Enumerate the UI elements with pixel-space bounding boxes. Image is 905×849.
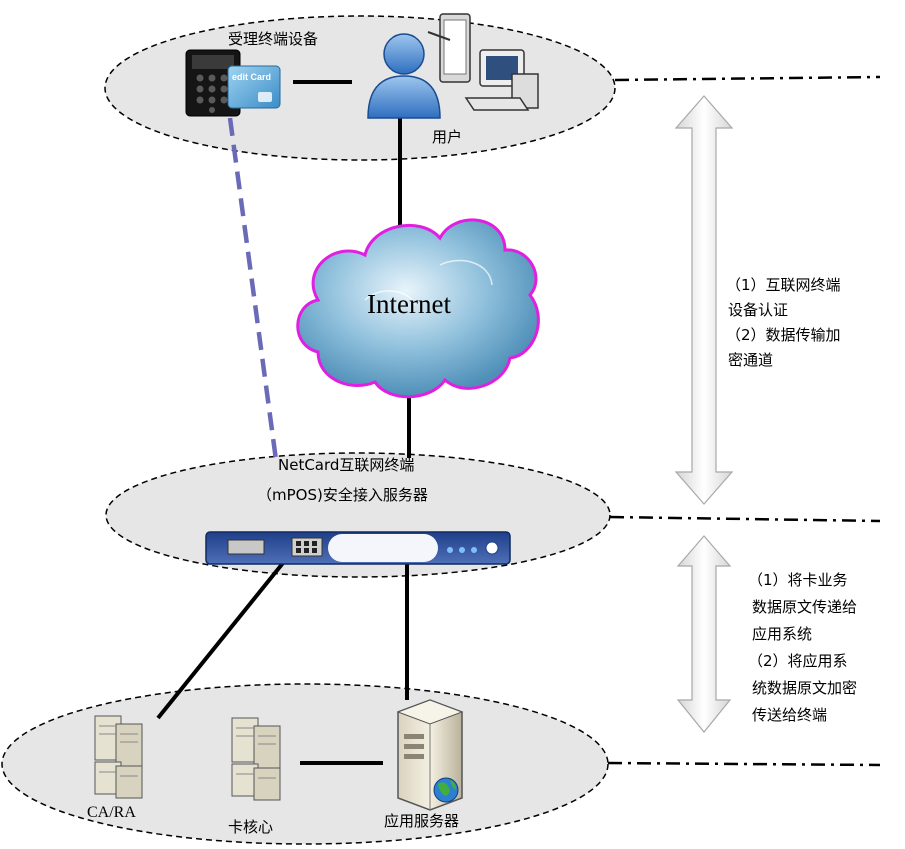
note-lower-line: 数据原文传递给: [752, 598, 857, 616]
note-lower-line: （1）将卡业务: [748, 571, 848, 589]
double-arrow-lower: [676, 535, 732, 733]
boundary-line-bottom: [607, 761, 881, 767]
link-server-cara: [156, 561, 285, 720]
tablet-icon: [427, 13, 471, 83]
cloud-label: Internet: [367, 289, 451, 319]
credit-card-icon: edit Card: [227, 65, 281, 109]
server-label-line1: NetCard互联网终端: [278, 456, 414, 474]
note-upper-line: （1）互联网终端: [726, 276, 841, 294]
user-label: 用户: [432, 128, 462, 146]
cara-label: CA/RA: [87, 804, 136, 821]
notes-lower: （1）将卡业务 数据原文传递给 应用系统 （2）将应用系 统数据原文加密 传送给…: [748, 571, 857, 724]
note-upper-line: （2）数据传输加: [726, 326, 841, 344]
cara-server-icon: [94, 715, 143, 799]
pos-terminal-icon: [185, 49, 241, 117]
card-core-label: 卡核心: [228, 818, 273, 836]
card-core-server-icon: [231, 717, 281, 801]
app-server-label: 应用服务器: [384, 812, 459, 830]
dashed-link-terminal-server: [227, 117, 279, 461]
note-lower-line: （2）将应用系: [748, 652, 848, 670]
notes-upper: （1）互联网终端 设备认证 （2）数据传输加 密通道: [726, 276, 841, 369]
boundary-line-top: [614, 75, 881, 82]
boundary-line-middle: [609, 515, 881, 523]
note-lower-line: 应用系统: [752, 625, 812, 643]
server-label-line2: （mPOS)安全接入服务器: [257, 486, 428, 504]
access-server-icon: [205, 531, 511, 565]
note-upper-line: 设备认证: [728, 301, 788, 319]
desktop-computer-icon: [464, 49, 539, 111]
note-lower-line: 传送给终端: [752, 706, 827, 724]
note-lower-line: 统数据原文加密: [752, 679, 857, 697]
internet-cloud-icon: [296, 218, 540, 399]
user-icon: [367, 33, 441, 119]
credit-card-text: edit Card: [232, 72, 271, 82]
globe-icon: [433, 777, 459, 803]
note-upper-line: 密通道: [728, 351, 773, 369]
terminal-label: 受理终端设备: [228, 30, 318, 48]
double-arrow-upper: [674, 95, 734, 505]
